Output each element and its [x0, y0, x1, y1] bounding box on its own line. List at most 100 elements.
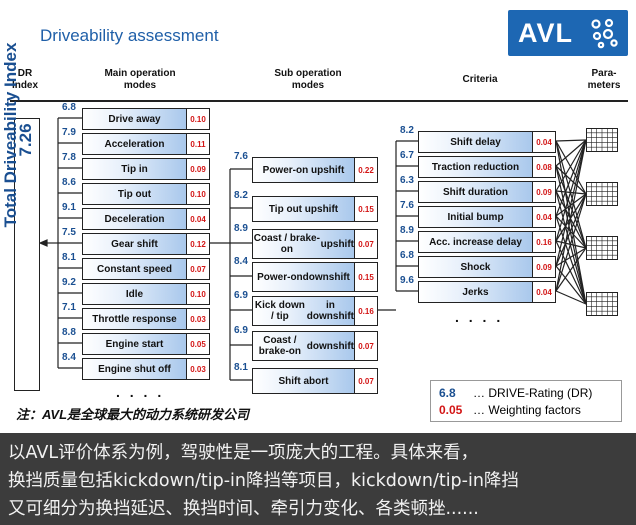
- main-mode-9-dr: 8.8: [62, 327, 76, 338]
- col-header-dr-line1: DR: [17, 68, 33, 79]
- sub-mode-2-dr: 8.9: [234, 223, 248, 234]
- criterion-0-dr: 8.2: [400, 125, 414, 136]
- criterion-4-label: Acc. increase delay: [419, 232, 532, 252]
- main-mode-3-label-line: Tip out: [117, 188, 152, 200]
- sub-mode-4-dr: 6.9: [234, 290, 248, 301]
- parameter-grid-1: [586, 182, 618, 206]
- total-driveability-value: 7.26: [16, 123, 35, 157]
- main-mode-2-weight: 0.09: [186, 159, 209, 179]
- sub-mode-3-label-line: downshift: [302, 271, 350, 283]
- criterion-2-label: Shift duration: [419, 182, 532, 202]
- col-header-sub-line1: Sub operation: [274, 68, 342, 79]
- sub-mode-0-label-line: Power-on upshift: [262, 164, 345, 176]
- main-mode-10-label: Engine shut off: [83, 359, 186, 379]
- avl-logo: AVL: [508, 10, 628, 56]
- sub-mode-4-weight: 0.16: [354, 297, 377, 325]
- criterion-4-weight: 0.16: [532, 232, 555, 252]
- criterion-6-dr: 9.6: [400, 275, 414, 286]
- logo-mark-icon: [591, 18, 618, 49]
- legend-weight-text: … Weighting factors: [473, 403, 581, 417]
- criterion-0-label-line: Shift delay: [450, 136, 501, 148]
- parameter-grid-2: [586, 236, 618, 260]
- sub-mode-5-dr: 6.9: [234, 325, 248, 336]
- sub-mode-6-label-line: Shift abort: [278, 375, 329, 387]
- sub-mode-3-weight: 0.15: [354, 263, 377, 291]
- parameter-grid-3: [586, 292, 618, 316]
- page-title: Driveability assessment: [40, 26, 219, 45]
- criterion-1-label: Traction reduction: [419, 157, 532, 177]
- criterion-5-dr: 6.8: [400, 250, 414, 261]
- col-header-sub: Sub operation modes: [248, 68, 368, 92]
- main-mode-2-label: Tip in: [83, 159, 186, 179]
- sub-mode-2-label-line: upshift: [320, 238, 354, 250]
- criterion-0-weight: 0.04: [532, 132, 555, 152]
- main-mode-9-label-line: Engine start: [105, 338, 164, 350]
- col-header-params-line2: meters: [587, 80, 621, 91]
- main-mode-4-label: Deceleration: [83, 209, 186, 229]
- legend-weight-value: 0.05: [439, 403, 463, 417]
- caption-line-2: 换挡质量包括kickdown/tip-in降挡等项目，kickdown/tip-…: [8, 471, 519, 491]
- main-mode-7-label: Idle: [83, 284, 186, 304]
- sub-mode-0-dr: 7.6: [234, 151, 248, 162]
- main-mode-7-weight: 0.10: [186, 284, 209, 304]
- main-mode-9: Engine start 0.05: [82, 333, 210, 355]
- main-mode-0-label: Drive away: [83, 109, 186, 129]
- main-mode-1-dr: 7.9: [62, 127, 76, 138]
- main-mode-9-weight: 0.05: [186, 334, 209, 354]
- main-mode-5-label: Gear shift: [83, 234, 186, 254]
- main-mode-4-dr: 9.1: [62, 202, 76, 213]
- caption-panel: 以AVL评价体系为例，驾驶性是一项庞大的工程。具体来看， 换挡质量包括kickd…: [0, 433, 636, 525]
- criterion-3-label-line: Initial bump: [447, 211, 504, 223]
- criterion-3: Initial bump 0.04: [418, 206, 556, 228]
- criterion-6-label-line: Jerks: [462, 286, 489, 298]
- col-header-params-line1: Para-: [591, 68, 617, 79]
- main-mode-9-label: Engine start: [83, 334, 186, 354]
- main-mode-6-label-line: Constant speed: [96, 263, 172, 275]
- main-mode-8-dr: 7.1: [62, 302, 76, 313]
- main-mode-7-dr: 9.2: [62, 277, 76, 288]
- total-driveability-bar: [14, 118, 40, 391]
- sub-mode-3-label-line: Power-on: [257, 271, 303, 283]
- col-header-main-line1: Main operation: [104, 68, 176, 79]
- main-mode-1-label: Acceleration: [83, 134, 186, 154]
- criterion-2-weight: 0.09: [532, 182, 555, 202]
- criterion-3-weight: 0.04: [532, 207, 555, 227]
- main-mode-1-weight: 0.11: [186, 134, 209, 154]
- legend-rating: 6.8… DRIVE-Rating (DR): [439, 386, 592, 400]
- main-mode-10-label-line: Engine shut off: [98, 363, 171, 375]
- col-header-dr-line2: Index: [11, 80, 39, 91]
- criterion-6-label: Jerks: [419, 282, 532, 302]
- col-header-sub-line2: modes: [291, 80, 325, 91]
- caption-line-1: 以AVL评价体系为例，驾驶性是一项庞大的工程。具体来看，: [8, 443, 479, 463]
- criterion-5-label: Shock: [419, 257, 532, 277]
- main-mode-2-label-line: Tip in: [121, 163, 148, 175]
- criterion-5-label-line: Shock: [460, 261, 491, 273]
- sub-mode-5-label-line: downshift: [306, 340, 354, 352]
- main-mode-0-weight: 0.10: [186, 109, 209, 129]
- main-more: . . . .: [116, 384, 165, 400]
- sub-mode-5-weight: 0.07: [354, 332, 377, 360]
- legend-weight: 0.05 … Weighting factors: [439, 403, 581, 417]
- legend-rating-value: 6.8: [439, 386, 456, 400]
- criterion-3-dr: 7.6: [400, 200, 414, 211]
- criterion-2-label-line: Shift duration: [443, 186, 508, 198]
- main-mode-6-label: Constant speed: [83, 259, 186, 279]
- main-mode-3-dr: 8.6: [62, 177, 76, 188]
- sub-mode-1-dr: 8.2: [234, 190, 248, 201]
- sub-mode-4-label-line: Kick down / tip: [254, 300, 305, 322]
- header-divider: [10, 100, 628, 102]
- sub-mode-6-weight: 0.07: [354, 369, 377, 393]
